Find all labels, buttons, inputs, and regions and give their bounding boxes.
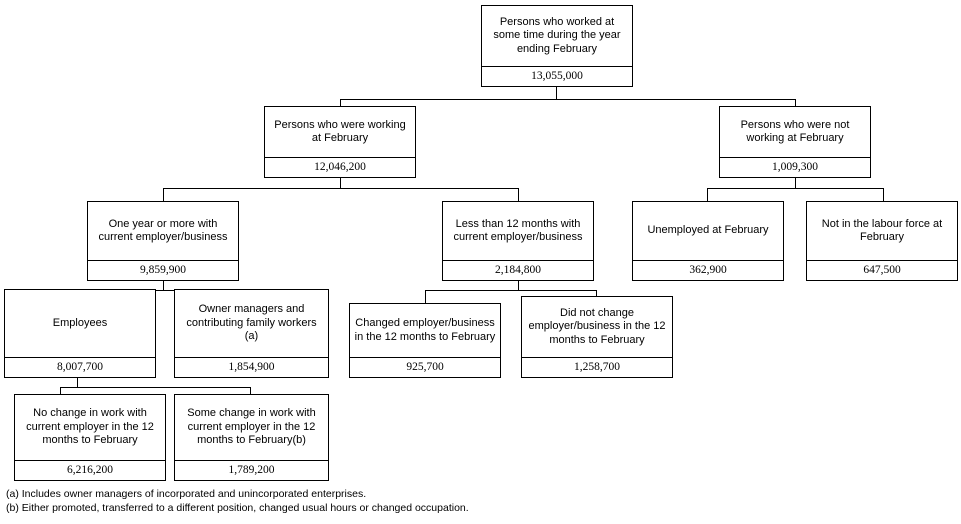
connector-root-bar (340, 99, 796, 100)
node-unemployed-at-february[interactable]: Unemployed at February 362,900 (632, 201, 784, 281)
node-value: 647,500 (807, 260, 957, 280)
node-some-change-in-work[interactable]: Some change in work with current employe… (174, 394, 329, 481)
node-label: Not in the labour force at February (821, 217, 943, 244)
node-did-not-change-employer[interactable]: Did not change employer/business in the … (521, 296, 673, 378)
connector-to-no-change (60, 387, 61, 394)
node-value: 925,700 (350, 357, 500, 377)
node-not-working-at-february[interactable]: Persons who were not working at February… (719, 106, 871, 178)
node-label: Employees (52, 316, 108, 329)
connector-working-bar (163, 188, 518, 189)
node-no-change-in-work[interactable]: No change in work with current employer … (14, 394, 166, 481)
node-value: 1,789,200 (175, 460, 328, 480)
connector-to-one-year (163, 188, 164, 201)
connector-employees-stem (77, 377, 78, 388)
node-value: 12,046,200 (265, 157, 415, 177)
connector-to-nilf (883, 188, 884, 201)
connector-less12-stem (518, 280, 519, 291)
node-label: Changed employer/business in the 12 mont… (354, 317, 496, 343)
node-label: Less than 12 months with current employe… (453, 217, 583, 244)
connector-working-stem (340, 177, 341, 189)
node-value: 2,184,800 (443, 260, 593, 280)
node-changed-employer[interactable]: Changed employer/business in the 12 mont… (349, 303, 501, 378)
connector-oneyear-bar (77, 290, 250, 291)
footnote-a: (a) Includes owner managers of incorpora… (6, 488, 367, 500)
connector-to-unemployed (707, 188, 708, 201)
node-label: Did not change employer/business in the … (528, 306, 666, 346)
node-label: Some change in work with current employe… (187, 407, 316, 447)
node-employees[interactable]: Employees 8,007,700 (4, 289, 156, 378)
node-value: 6,216,200 (15, 460, 165, 480)
node-label: Persons who worked at some time during t… (493, 15, 621, 55)
connector-to-not-working (795, 99, 796, 107)
node-working-at-february[interactable]: Persons who were working at February 12,… (264, 106, 416, 178)
node-label: Unemployed at February (647, 224, 769, 237)
node-value: 1,258,700 (522, 357, 672, 377)
node-not-in-labour-force[interactable]: Not in the labour force at February 647,… (806, 201, 958, 281)
connector-notworking-stem (795, 177, 796, 189)
node-value: 13,055,000 (482, 66, 632, 86)
connector-root-stem (556, 86, 557, 100)
node-label: No change in work with current employer … (26, 407, 154, 447)
connector-to-did-not-change (596, 290, 597, 296)
connector-oneyear-stem (163, 280, 164, 291)
node-label: Persons who were not working at February (740, 118, 850, 145)
node-label: One year or more with current employer/b… (98, 217, 228, 244)
node-one-year-or-more[interactable]: One year or more with current employer/b… (87, 201, 239, 281)
footnote-b: (b) Either promoted, transferred to a di… (6, 502, 469, 514)
node-value: 1,854,900 (175, 357, 328, 377)
node-label: Persons who were working at February (274, 118, 406, 145)
node-owner-managers[interactable]: Owner managers and contributing family w… (174, 289, 329, 378)
node-value: 362,900 (633, 260, 783, 280)
node-less-than-12-months[interactable]: Less than 12 months with current employe… (442, 201, 594, 281)
footnotes: (a) Includes owner managers of incorpora… (6, 487, 469, 515)
connector-employees-bar (60, 387, 250, 388)
connector-less12-bar (425, 290, 597, 291)
connector-to-working (340, 99, 341, 107)
connector-to-less-12 (518, 188, 519, 201)
node-value: 9,859,900 (88, 260, 238, 280)
connector-to-some-change (250, 387, 251, 394)
connector-to-changed (425, 290, 426, 303)
node-value: 8,007,700 (5, 357, 155, 377)
connector-notworking-bar (707, 188, 884, 189)
node-value: 1,009,300 (720, 157, 870, 177)
node-label: Owner managers and contributing family w… (186, 303, 317, 343)
node-worked-any-time[interactable]: Persons who worked at some time during t… (481, 5, 633, 87)
